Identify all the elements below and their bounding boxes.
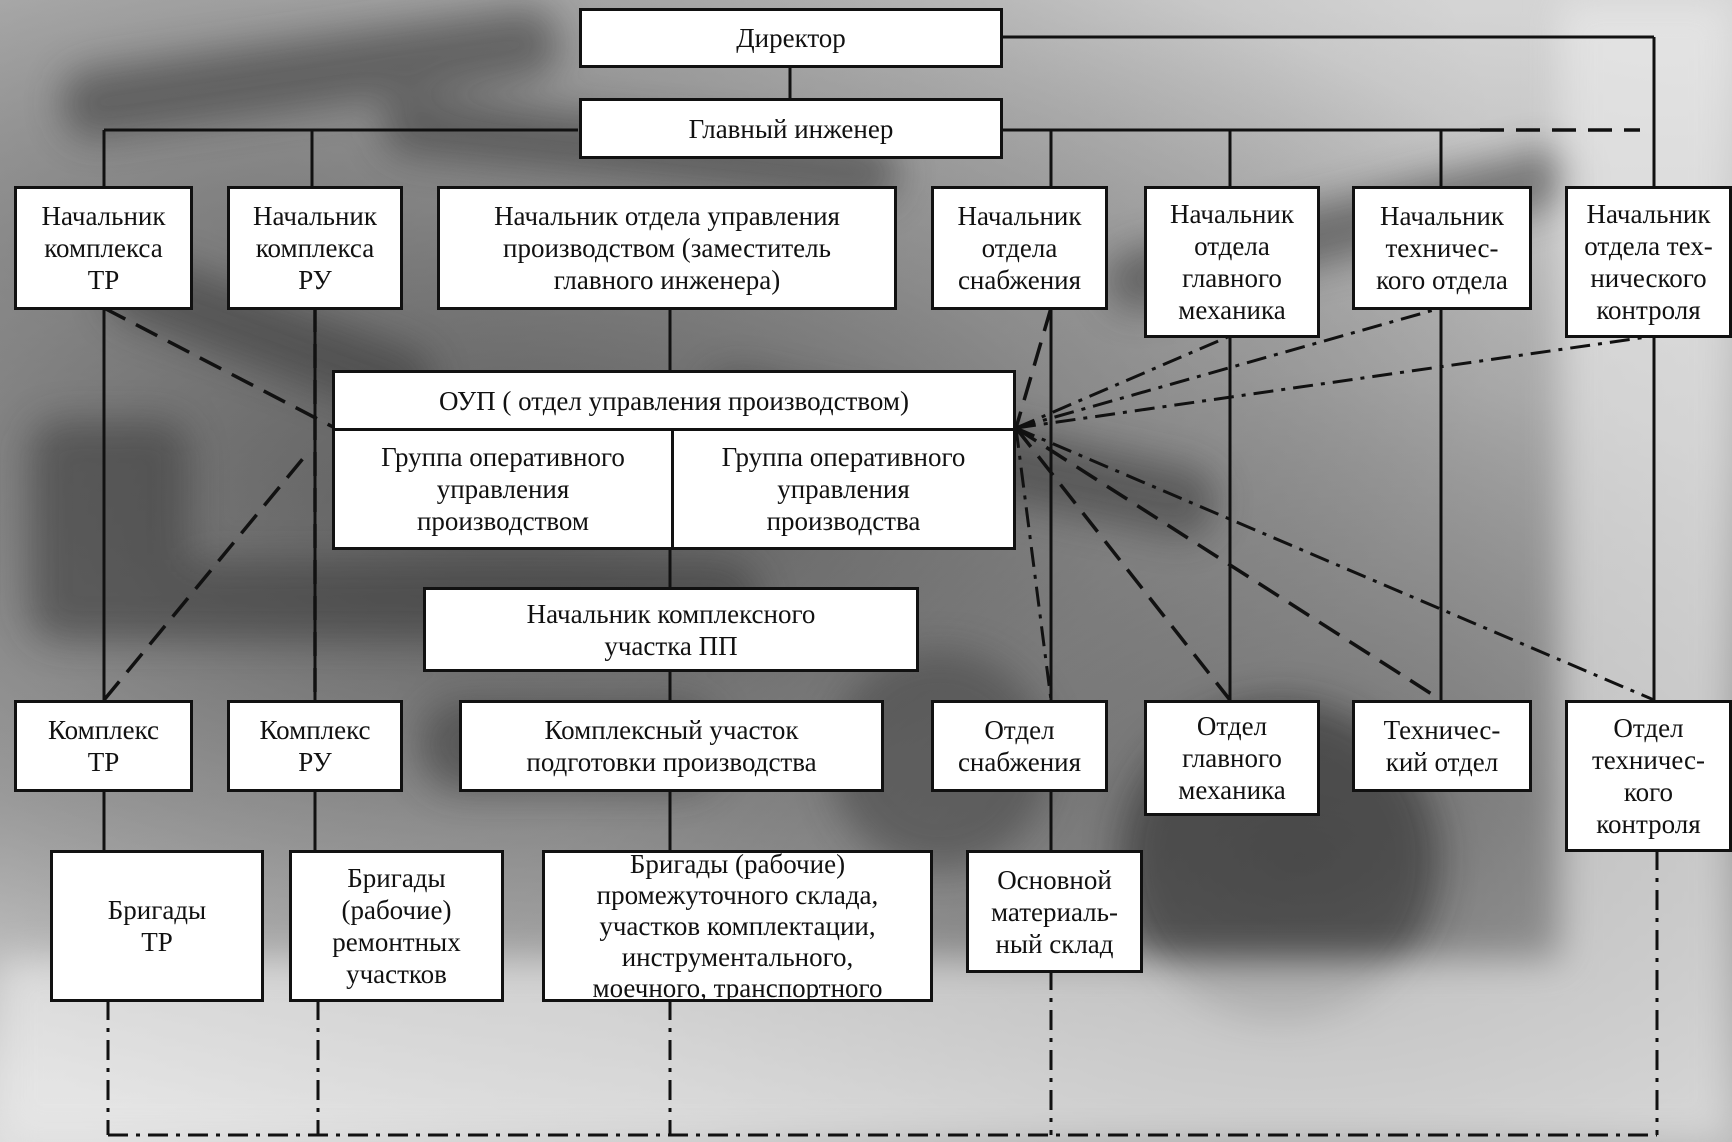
brigades-pp-box: Бригады (рабочие) промежуточного склада,… [542, 850, 933, 1002]
brigades-tr-box: Бригады ТР [50, 850, 264, 1002]
pp-section-box: Комплексный участок подготовки производс… [459, 700, 884, 792]
head-chief-mechanic-box: Начальник отдела главного механика [1144, 186, 1320, 338]
head-complex-tr-box: Начальник комплекса ТР [14, 186, 193, 310]
oup-group-left-box: Группа оперативного управления производс… [332, 428, 674, 550]
technical-department-box: Техничес- кий отдел [1352, 700, 1532, 792]
pp-head-box: Начальник комплексного участка ПП [423, 587, 919, 672]
dashed-connectors [102, 128, 1640, 702]
head-production-management-box: Начальник отдела управления производство… [437, 186, 897, 310]
head-supply-department-box: Начальник отдела снабжения [931, 186, 1108, 310]
quality-control-department-box: Отдел техничес- кого контроля [1565, 700, 1732, 852]
dash-dot-connectors [106, 306, 1659, 1137]
complex-ru-box: Комплекс РУ [227, 700, 403, 792]
head-complex-ru-box: Начальник комплекса РУ [227, 186, 403, 310]
head-technical-department-box: Начальник техничес- кого отдела [1352, 186, 1532, 310]
chief-engineer-box: Главный инженер [579, 98, 1003, 159]
oup-group-right-box: Группа оперативного управления производс… [671, 428, 1016, 550]
director-box: Директор [579, 8, 1003, 68]
complex-tr-box: Комплекс ТР [14, 700, 193, 792]
brigades-ru-box: Бригады (рабочие) ремонтных участков [289, 850, 504, 1002]
chief-mechanic-department-box: Отдел главного механика [1144, 700, 1320, 816]
main-warehouse-box: Основной материаль- ный склад [966, 850, 1143, 973]
supply-department-box: Отдел снабжения [931, 700, 1108, 792]
head-quality-control-box: Начальник отдела тех- нического контроля [1565, 186, 1732, 338]
oup-title-box: ОУП ( отдел управления производством) [332, 370, 1016, 431]
